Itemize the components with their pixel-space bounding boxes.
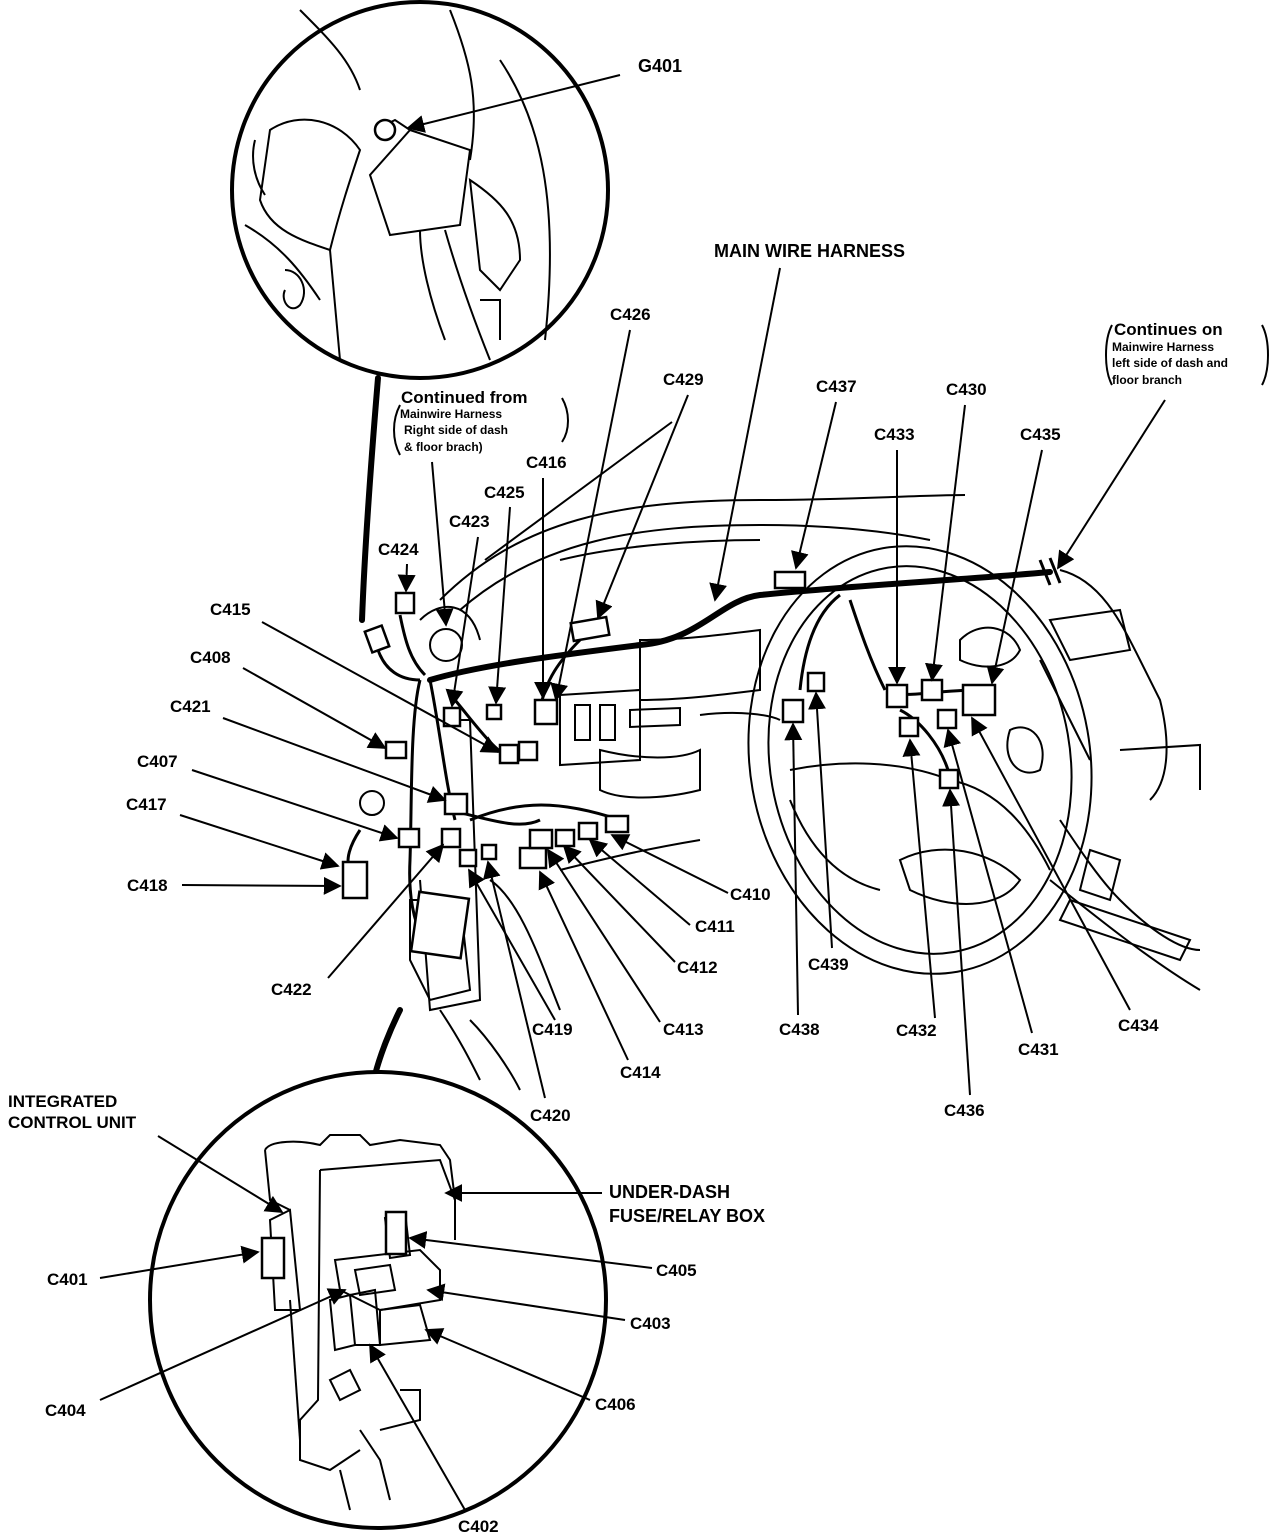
label-c429: C429 — [663, 370, 704, 389]
inset-connector-labels: C401 C405 C403 C404 C406 C402 — [45, 1261, 697, 1536]
note-continues-on: Continues on Mainwire Harness left side … — [1105, 320, 1269, 387]
leader-lines — [179, 329, 1131, 1099]
label-c433: C433 — [874, 425, 915, 444]
ground-label-g401: G401 — [638, 56, 682, 76]
label-c430: C430 — [946, 380, 987, 399]
note-right-line-2: Mainwire Harness — [1112, 340, 1214, 354]
label-c407: C407 — [137, 752, 178, 771]
note-right-line-3: left side of dash and — [1112, 356, 1228, 370]
inset-leader-lines — [99, 1231, 653, 1511]
label-c436: C436 — [944, 1101, 985, 1120]
label-c424: C424 — [378, 540, 419, 559]
label-c410: C410 — [730, 885, 771, 904]
label-c401: C401 — [47, 1270, 88, 1289]
label-c415: C415 — [210, 600, 251, 619]
label-c421: C421 — [170, 697, 211, 716]
fuse-box-label-line-1: UNDER-DASH — [609, 1182, 730, 1202]
icu-label-line-2: CONTROL UNIT — [8, 1113, 137, 1132]
label-c423: C423 — [449, 512, 490, 531]
label-c432: C432 — [896, 1021, 937, 1040]
label-c412: C412 — [677, 958, 718, 977]
label-c403: C403 — [630, 1314, 671, 1333]
note-left-line-3: Right side of dash — [404, 423, 508, 437]
label-c422: C422 — [271, 980, 312, 999]
label-c426: C426 — [610, 305, 651, 324]
note-right-line-1: Continues on — [1114, 320, 1223, 339]
connector-shapes — [341, 570, 997, 960]
note-left-line-1: Continued from — [401, 388, 528, 407]
note-continued-from: Continued from Mainwire Harness Right si… — [393, 388, 569, 456]
label-c439: C439 — [808, 955, 849, 974]
harness-title: MAIN WIRE HARNESS — [714, 241, 905, 261]
label-c404: C404 — [45, 1401, 86, 1420]
note-right-line-4: floor branch — [1112, 373, 1182, 387]
label-c438: C438 — [779, 1020, 820, 1039]
label-c408: C408 — [190, 648, 231, 667]
fuse-box-inset — [148, 1007, 608, 1530]
label-c417: C417 — [126, 795, 167, 814]
icu-label-line-1: INTEGRATED — [8, 1092, 117, 1111]
label-c434: C434 — [1118, 1016, 1159, 1035]
label-c431: C431 — [1018, 1040, 1059, 1059]
label-c411: C411 — [695, 917, 735, 936]
label-c414: C414 — [620, 1063, 661, 1082]
note-left-line-2: Mainwire Harness — [400, 407, 502, 421]
label-c413: C413 — [663, 1020, 704, 1039]
label-c418: C418 — [127, 876, 168, 895]
label-c405: C405 — [656, 1261, 697, 1280]
label-c435: C435 — [1020, 425, 1061, 444]
label-c437: C437 — [816, 377, 857, 396]
dashboard-drawing — [341, 494, 1201, 1091]
label-c419: C419 — [532, 1020, 573, 1039]
label-c406: C406 — [595, 1395, 636, 1414]
ground-inset — [230, 0, 610, 623]
fuse-box-label-line-2: FUSE/RELAY BOX — [609, 1206, 765, 1226]
note-left-line-4: & floor brach) — [404, 440, 483, 454]
label-c402: C402 — [458, 1517, 499, 1536]
connector-labels: C426 C429 C437 C430 C433 C435 C416 C425 … — [126, 305, 1159, 1125]
label-c416: C416 — [526, 453, 567, 472]
label-c420: C420 — [530, 1106, 571, 1125]
label-c425: C425 — [484, 483, 525, 502]
